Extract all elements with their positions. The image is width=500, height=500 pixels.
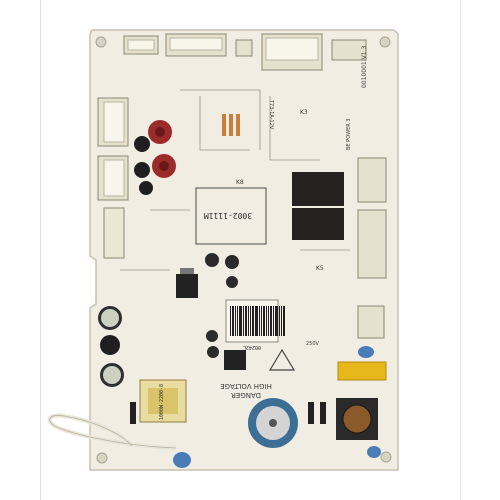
relay-lower (292, 208, 344, 240)
diode-3 (320, 402, 326, 424)
barcode-bar (266, 306, 267, 336)
right-connector-lower (357, 305, 385, 339)
barcode-bar (230, 306, 231, 336)
high-voltage-label: HIGH VOLTAGE (220, 382, 272, 390)
transformer-label: 1000W-2200-8 (159, 384, 165, 420)
barcode-bar (279, 306, 280, 336)
high-voltage-triangle (268, 348, 296, 371)
diode-1 (130, 402, 136, 424)
barcode-bar (281, 306, 282, 336)
mount-hole-bottom-right (380, 451, 392, 463)
barcode-bar (268, 306, 269, 336)
barcode-bar (261, 306, 262, 336)
relay-label: T73-1A-12V (268, 99, 274, 130)
regulator-tab (180, 268, 194, 274)
capacitor-mid-2 (225, 255, 239, 269)
capacitor-mid-4 (206, 330, 218, 342)
capacitor-mid-5 (207, 346, 219, 358)
k-mark-3: K3 (300, 109, 308, 116)
barcode-bar (259, 306, 260, 336)
left-connector-lower (103, 207, 125, 259)
k-mark-2: K5 (316, 265, 324, 272)
barcode-bar (243, 306, 244, 336)
mount-hole-bottom-left (96, 452, 108, 464)
right-frame-edge (460, 0, 461, 500)
left-connector-upper (97, 97, 129, 147)
barcode-bar (245, 306, 247, 336)
top-connector-5 (331, 39, 367, 61)
disc-capacitor-1 (173, 452, 191, 468)
top-connector-3 (235, 39, 253, 57)
right-connector-upper (357, 157, 387, 203)
silkscreen-traces (120, 89, 350, 271)
relay-upper (292, 172, 344, 206)
cable-edge (49, 415, 177, 449)
diode-2 (308, 402, 314, 424)
capacitor-mid-1 (205, 253, 219, 267)
capacitor-green-3 (100, 363, 124, 387)
capacitor-left-2 (100, 335, 120, 355)
barcode-bar (235, 306, 236, 336)
barcode-bar (273, 306, 274, 336)
barcode-bar (237, 306, 238, 336)
barcode-lines (230, 306, 285, 336)
right-connector-middle (357, 209, 387, 279)
mcu-code-label: 3002-1111M (204, 211, 252, 220)
top-connector-2 (165, 33, 227, 57)
capacitor-yellow (337, 361, 387, 381)
barcode-bar (275, 306, 278, 336)
barcode-bar (255, 306, 258, 336)
capacitor-red-1 (148, 120, 172, 144)
board-code-label: 0010001.V1.3 (361, 46, 368, 88)
barcode-bar (283, 306, 285, 336)
mount-hole-top-left (95, 36, 107, 48)
mount-hole-top-right (379, 36, 391, 48)
mcu-outline (195, 187, 267, 245)
barcode-bar (232, 306, 234, 336)
barcode-bar (252, 306, 254, 336)
k-mark-1: K8 (236, 179, 244, 186)
filter-capacitor (248, 398, 298, 448)
batch-code-label: 00242L (243, 344, 261, 350)
disc-capacitor-3 (367, 446, 381, 458)
barcode-bar (250, 306, 251, 336)
resistor-array (222, 114, 240, 136)
voltage-regulator (176, 274, 198, 298)
barcode-bar (248, 306, 249, 336)
fuse-label: 250V (306, 341, 320, 347)
capacitor-mid-3 (226, 276, 238, 288)
common-mode-choke (336, 398, 378, 440)
left-connector-middle (97, 155, 129, 201)
barcode-bar (270, 306, 272, 336)
danger-label: DANGER (231, 391, 261, 399)
transformer (139, 379, 187, 423)
small-ic (224, 350, 246, 370)
power-label: BE POWER 3 (346, 119, 352, 150)
top-connector-1 (123, 35, 159, 55)
capacitor-black-small (134, 136, 153, 195)
capacitor-red-2 (152, 154, 176, 178)
barcode-bar (263, 306, 265, 336)
left-frame-edge (40, 0, 41, 500)
disc-capacitor-2 (358, 346, 374, 358)
barcode-bar (239, 306, 242, 336)
capacitor-green-1 (98, 306, 122, 330)
top-connector-4 (261, 33, 323, 71)
